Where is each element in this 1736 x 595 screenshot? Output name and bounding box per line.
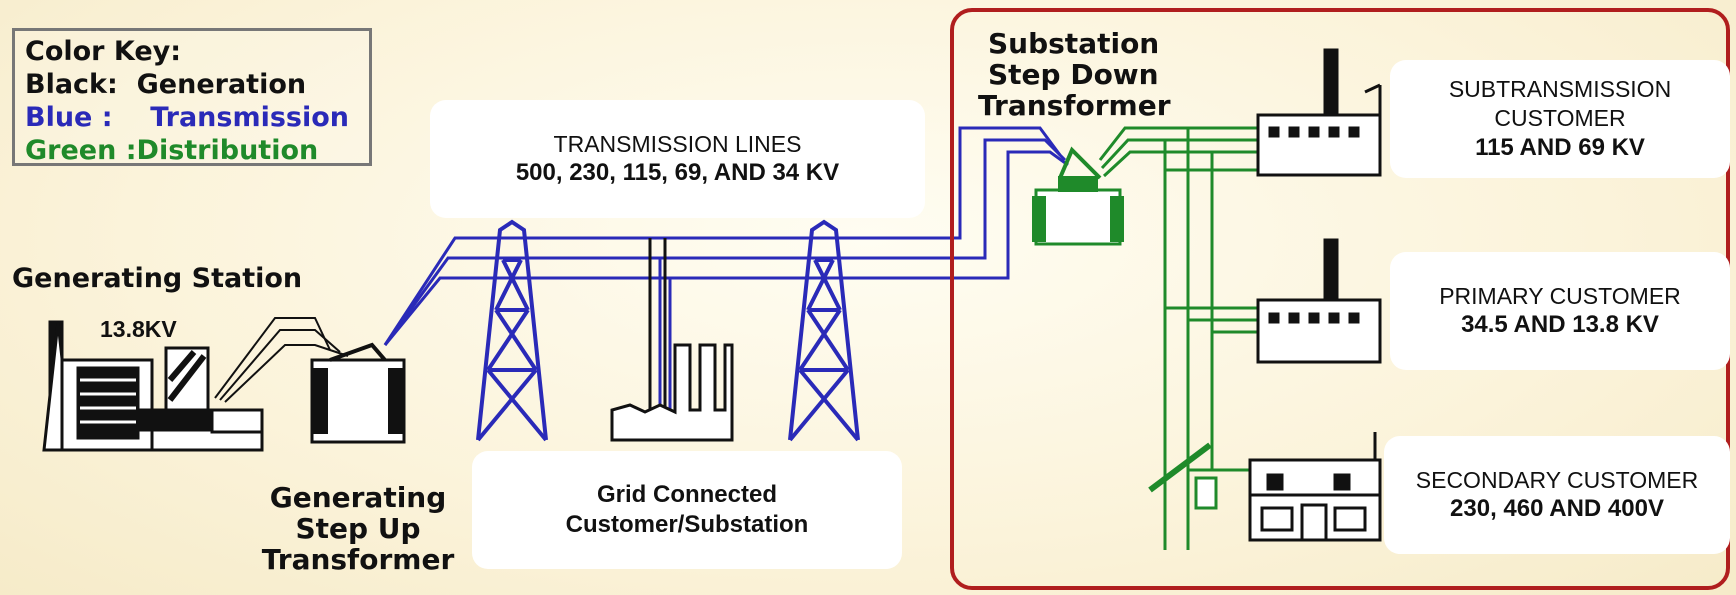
color-key: Color Key: Black: Generation Blue : Tran… [12,28,372,166]
step-up-transformer-label: Generating Step Up Transformer [258,482,458,575]
primary-customer-title: PRIMARY CUSTOMER [1439,282,1681,309]
secondary-customer-house [1248,432,1382,542]
step-down-transformer-graphic [1032,146,1124,246]
color-key-distribution-value: Distribution [136,135,319,166]
transmission-lines-title: TRANSMISSION LINES [553,130,802,157]
generating-station-title: Generating Station [12,263,303,294]
color-key-title: Color Key: [25,36,182,67]
step-up-line-2: Step Up [295,512,421,545]
transmission-lines-box: TRANSMISSION LINES 500, 230, 115, 69, AN… [430,100,925,218]
subtransmission-customer-box: SUBTRANSMISSION CUSTOMER 115 AND 69 KV [1390,60,1730,178]
secondary-customer-voltages: 230, 460 AND 400V [1450,495,1664,523]
generation-leads [214,317,349,403]
color-key-distribution-label: Green : [25,135,137,166]
step-up-transformer-graphic [310,342,406,444]
generating-station-voltage: 13.8KV [100,316,177,342]
step-up-line-3: Transformer [261,543,455,576]
grid-customer-factory [610,238,734,442]
grid-customer-line-2: Customer/Substation [565,511,809,538]
primary-customer-voltages: 34.5 AND 13.8 KV [1461,311,1659,339]
color-key-transmission: Blue : Transmission [25,101,369,134]
subtransmission-voltages: 115 AND 69 KV [1475,133,1645,161]
color-key-generation-value: Generation [136,69,307,100]
secondary-customer-box: SECONDARY CUSTOMER 230, 460 AND 400V [1384,436,1730,554]
step-up-line-1: Generating [269,481,447,514]
color-key-transmission-label: Blue : [25,102,113,133]
color-key-generation: Black: Generation [25,68,369,101]
secondary-customer-title: SECONDARY CUSTOMER [1415,466,1699,493]
primary-customer-building [1256,238,1382,364]
grid-customer-box: Grid Connected Customer/Substation [472,451,902,569]
distribution-wires [1098,126,1262,550]
primary-customer-box: PRIMARY CUSTOMER 34.5 AND 13.8 KV [1390,252,1730,370]
generating-station-building [42,320,264,452]
color-key-distribution: Green :Distribution [25,134,369,167]
substation-line-3: Transformer [978,89,1171,122]
transmission-tower-1 [476,219,548,442]
substation-label: Substation Step Down Transformer [978,28,1171,121]
subtransmission-title: SUBTRANSMISSION [1448,76,1672,103]
color-key-generation-label: Black: [25,69,118,100]
transmission-lines-voltages: 500, 230, 115, 69, AND 34 KV [515,159,840,187]
substation-line-2: Step Down [988,58,1159,91]
color-key-transmission-value: Transmission [150,102,350,133]
transmission-tower-2 [788,219,860,442]
subtransmission-title-2: CUSTOMER [1494,105,1626,131]
substation-line-1: Substation [988,27,1160,60]
subtransmission-building [1256,48,1382,177]
transmission-wires [383,126,1069,346]
grid-customer-line-1: Grid Connected [596,481,777,508]
